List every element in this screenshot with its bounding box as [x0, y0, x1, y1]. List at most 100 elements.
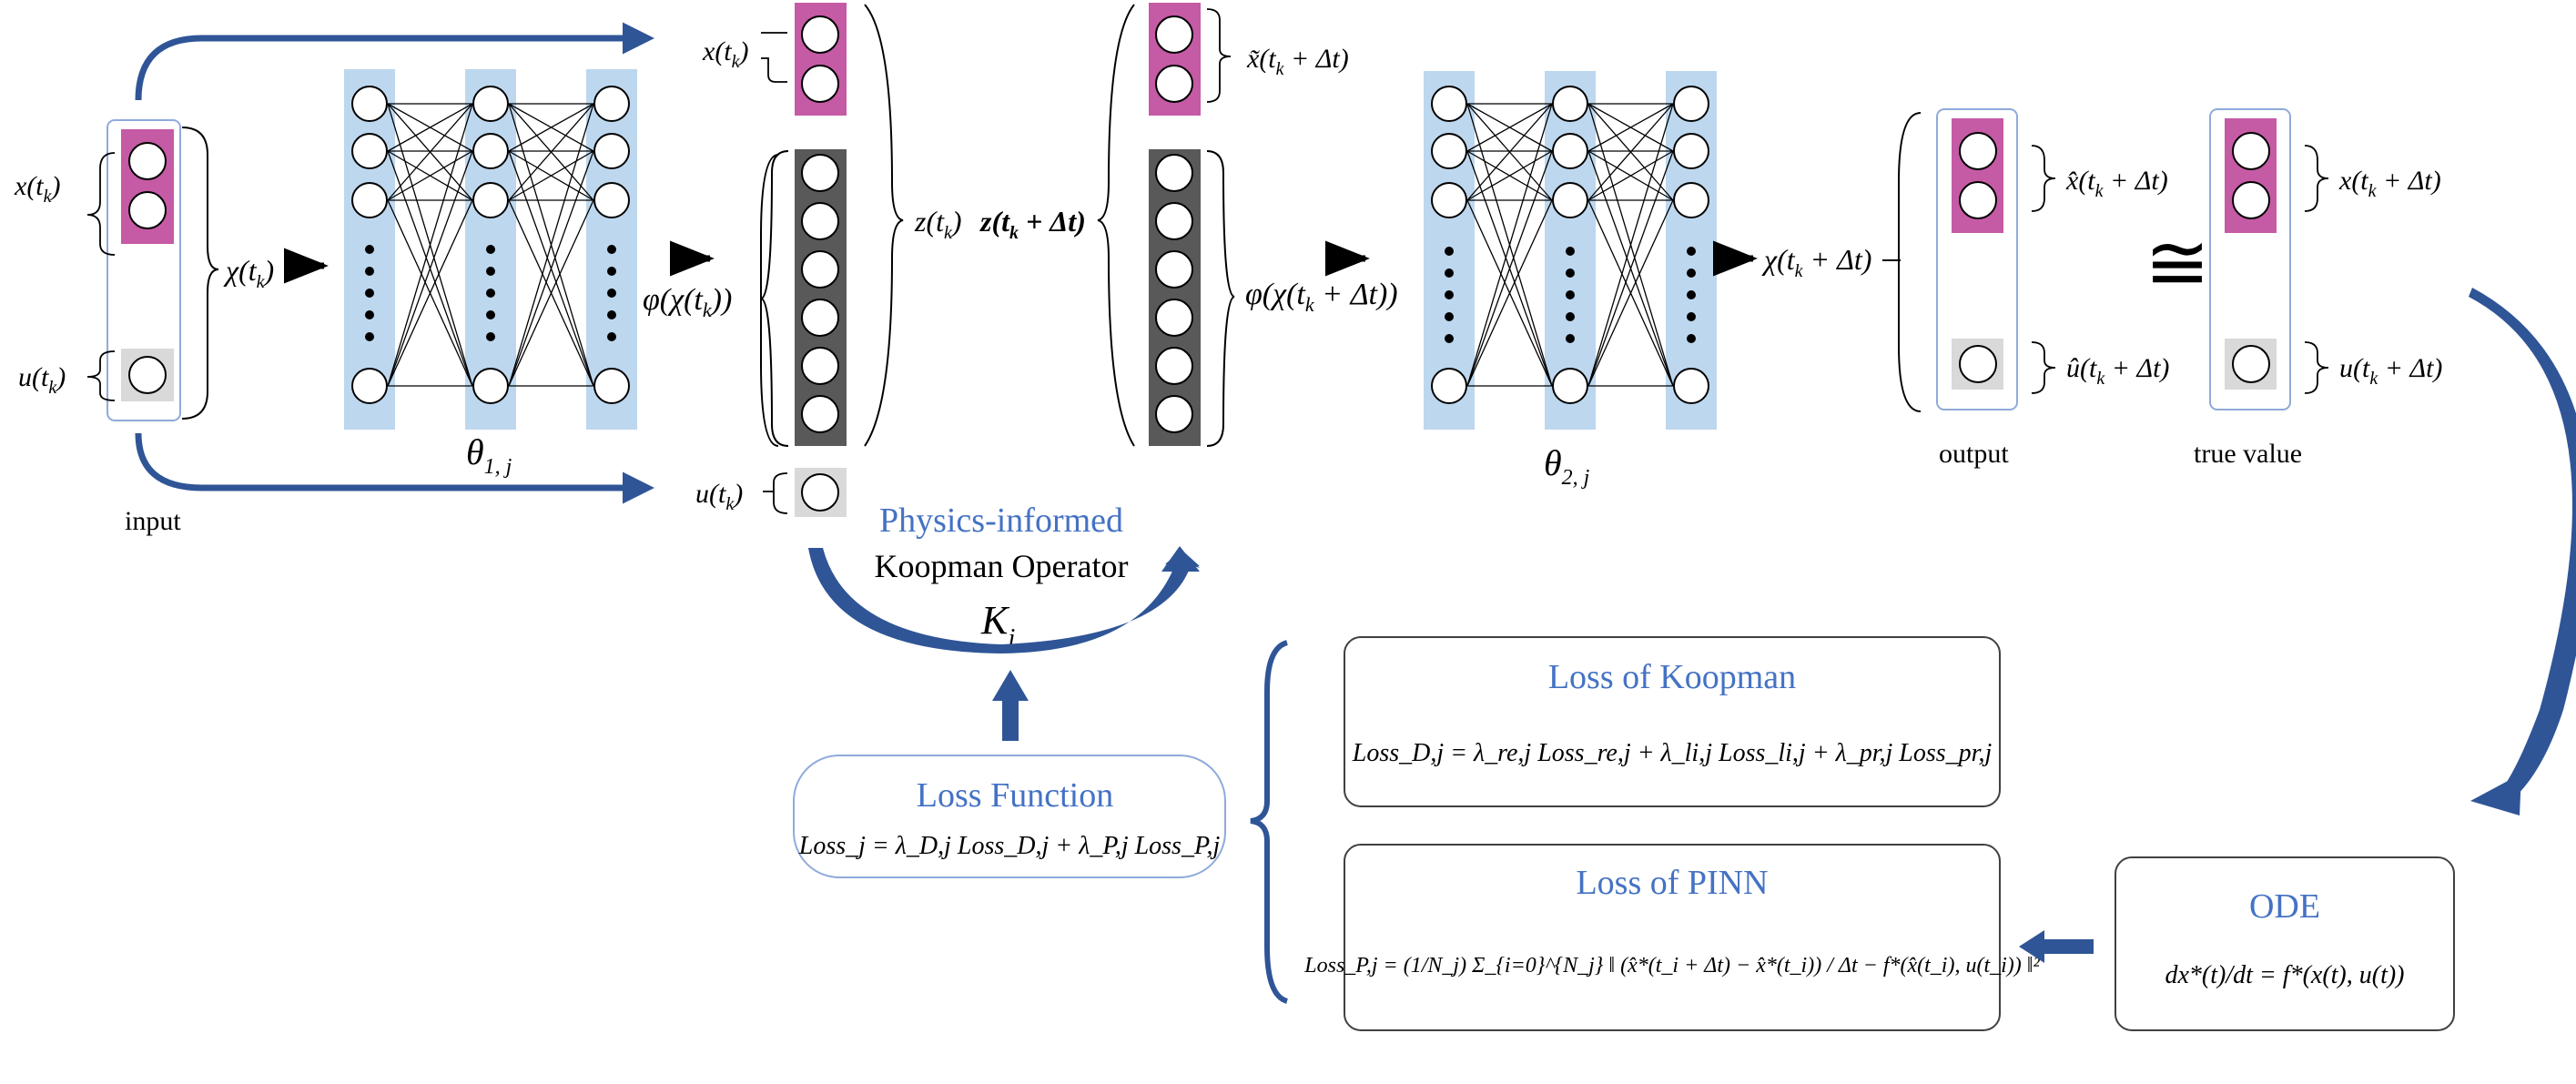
neuron: [1431, 182, 1467, 218]
ellipsis-dot: [607, 245, 616, 254]
ellipsis-dot: [1687, 290, 1696, 299]
neuron: [472, 182, 509, 218]
ellipsis-dot: [607, 332, 616, 341]
neuron: [1431, 86, 1467, 122]
connection: [1466, 199, 1553, 387]
ellipsis-dot: [607, 289, 616, 298]
true-u-label: u(tk + Δt): [2339, 353, 2442, 389]
connection: [508, 103, 594, 387]
ellipsis-dot: [486, 332, 495, 341]
latent-u-label: u(tk): [695, 479, 743, 514]
neuron: [1552, 368, 1588, 404]
neuron: [593, 133, 630, 169]
neuron: [1552, 182, 1588, 218]
neuron: [2232, 181, 2270, 219]
connection: [1466, 103, 1553, 387]
connection: [1587, 103, 1674, 152]
ellipsis-dot: [1566, 290, 1575, 299]
input-frame: [106, 119, 181, 421]
true-to-ode-arrowhead: [2470, 774, 2521, 816]
latent-u-brace: [763, 472, 788, 514]
ellipsis-dot: [486, 267, 495, 276]
ellipsis-dot: [1687, 268, 1696, 278]
encoder-network: [344, 69, 637, 430]
neuron: [1673, 182, 1709, 218]
connection: [1466, 150, 1553, 201]
connection: [387, 103, 473, 387]
loss-function-title: Loss Function: [917, 776, 1113, 815]
output-u-hat-label: û(tk + Δt): [2066, 353, 2169, 389]
neuron: [2232, 345, 2270, 383]
decoder-network: [1424, 71, 1717, 430]
neuron: [128, 356, 167, 394]
ellipsis-dot: [365, 310, 374, 319]
output-paren: [1898, 112, 1922, 412]
loss-to-koopman-arrowhead: [992, 670, 1029, 701]
neuron: [593, 86, 630, 122]
connection: [387, 103, 473, 152]
neuron: [801, 250, 839, 289]
latent-block: x(tk) φ(χ(tk)) u(tk) z(tk): [643, 3, 962, 517]
input-bracket: [181, 127, 219, 420]
neuron: [1155, 299, 1193, 337]
neuron: [1673, 368, 1709, 404]
neuron: [472, 133, 509, 169]
output-frame: [1936, 108, 2018, 410]
latent-phi-bracket: [760, 150, 789, 447]
advanced-block: z(tk + Δt) x̃(tk + Δt) φ(χ(tk + Δt)): [979, 3, 1398, 447]
ellipsis-dot: [1566, 247, 1575, 256]
output-block: x̂(tk + Δt) û(tk + Δt) output: [1898, 108, 2169, 469]
neuron: [1959, 345, 1997, 383]
advanced-x-label: x̃(tk + Δt): [1246, 44, 1349, 79]
ellipsis-dot: [607, 310, 616, 319]
skip-arrow-x: [135, 22, 654, 101]
loss-pinn-title: Loss of PINN: [1576, 864, 1768, 902]
latent-observable-neurons: [801, 154, 839, 433]
neuron: [1552, 86, 1588, 122]
loss-koopman-formula: Loss_D,j = λ_re,j Loss_re,j + λ_li,j Los…: [1352, 739, 1993, 767]
neuron: [128, 142, 167, 180]
control-brace: [86, 350, 116, 401]
loss-koopman-box: Loss of Koopman Loss_D,j = λ_re,j Loss_r…: [1344, 636, 2001, 807]
true-to-ode-arrow: [2469, 288, 2576, 808]
latent-z-bracket: [864, 4, 904, 447]
neuron: [801, 154, 839, 192]
neuron: [1155, 65, 1193, 103]
output-x-hat-label: x̂(tk + Δt): [2065, 166, 2168, 201]
neuron: [1155, 202, 1193, 240]
neuron: [1959, 181, 1997, 219]
neuron: [1155, 15, 1193, 54]
loss-bracket: [1250, 640, 1289, 1004]
loss-koopman-title: Loss of Koopman: [1548, 658, 1796, 696]
ellipsis-dot: [1445, 247, 1454, 256]
ellipsis-dot: [1566, 312, 1575, 321]
loss-to-koopman-arrow: [1002, 699, 1019, 741]
ellipsis-dot: [1445, 334, 1454, 343]
neuron: [801, 299, 839, 337]
ellipsis-dot: [1445, 312, 1454, 321]
neuron: [1431, 368, 1467, 404]
neuron: [801, 347, 839, 385]
koopman-operator: Physics-informed Koopman Operator Kj: [808, 501, 1200, 741]
chi-label: χ(tk): [223, 254, 274, 292]
ellipsis-dot: [1445, 290, 1454, 299]
encoder-theta-label: θ1, j: [466, 431, 512, 479]
connection: [1466, 150, 1553, 387]
latent-open-paren: [760, 154, 779, 447]
connection: [508, 150, 594, 387]
output-u-brace: [2031, 341, 2056, 394]
ellipsis-dot: [1687, 312, 1696, 321]
true-u-brace: [2304, 341, 2329, 394]
ellipsis-dot: [486, 245, 495, 254]
neuron: [801, 473, 839, 512]
congruent-symbol: ≅: [2145, 219, 2210, 307]
connection: [508, 199, 594, 387]
connection: [1587, 199, 1674, 387]
neuron: [1155, 347, 1193, 385]
neuron: [801, 395, 839, 433]
koopman-title-line2: Koopman Operator: [875, 548, 1129, 584]
output-label: output: [1939, 439, 2009, 469]
koopman-symbol: Kj: [980, 598, 1015, 653]
true-value-frame: [2209, 108, 2291, 410]
